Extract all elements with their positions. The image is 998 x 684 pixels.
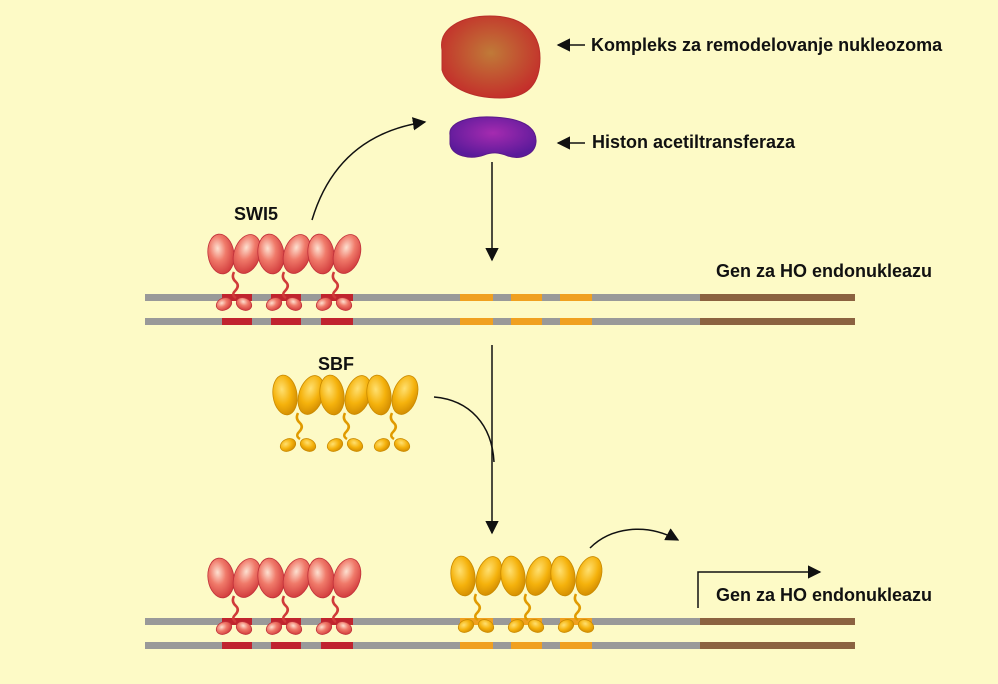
sbf-join-arrow [433, 396, 495, 463]
hat-shape [449, 116, 537, 158]
remodeling-complex-shape [441, 15, 541, 99]
sbf-proteins-free [269, 371, 424, 456]
sbf-label: SBF [318, 354, 354, 374]
dna-bottom [145, 618, 855, 649]
dna-top [145, 294, 855, 325]
hat-label: Histon acetiltransferaza [592, 132, 796, 152]
swi5-recruit-arrow [311, 117, 427, 221]
gene-label-bottom: Gen za HO endonukleazu [716, 585, 932, 605]
transcription-start-arrow [697, 565, 822, 608]
gene-label-top: Gen za HO endonukleazu [716, 261, 932, 281]
remodeling-complex-label: Kompleks za remodelovanje nukleozoma [591, 35, 943, 55]
release-arrow [589, 528, 680, 549]
swi5-label: SWI5 [234, 204, 278, 224]
